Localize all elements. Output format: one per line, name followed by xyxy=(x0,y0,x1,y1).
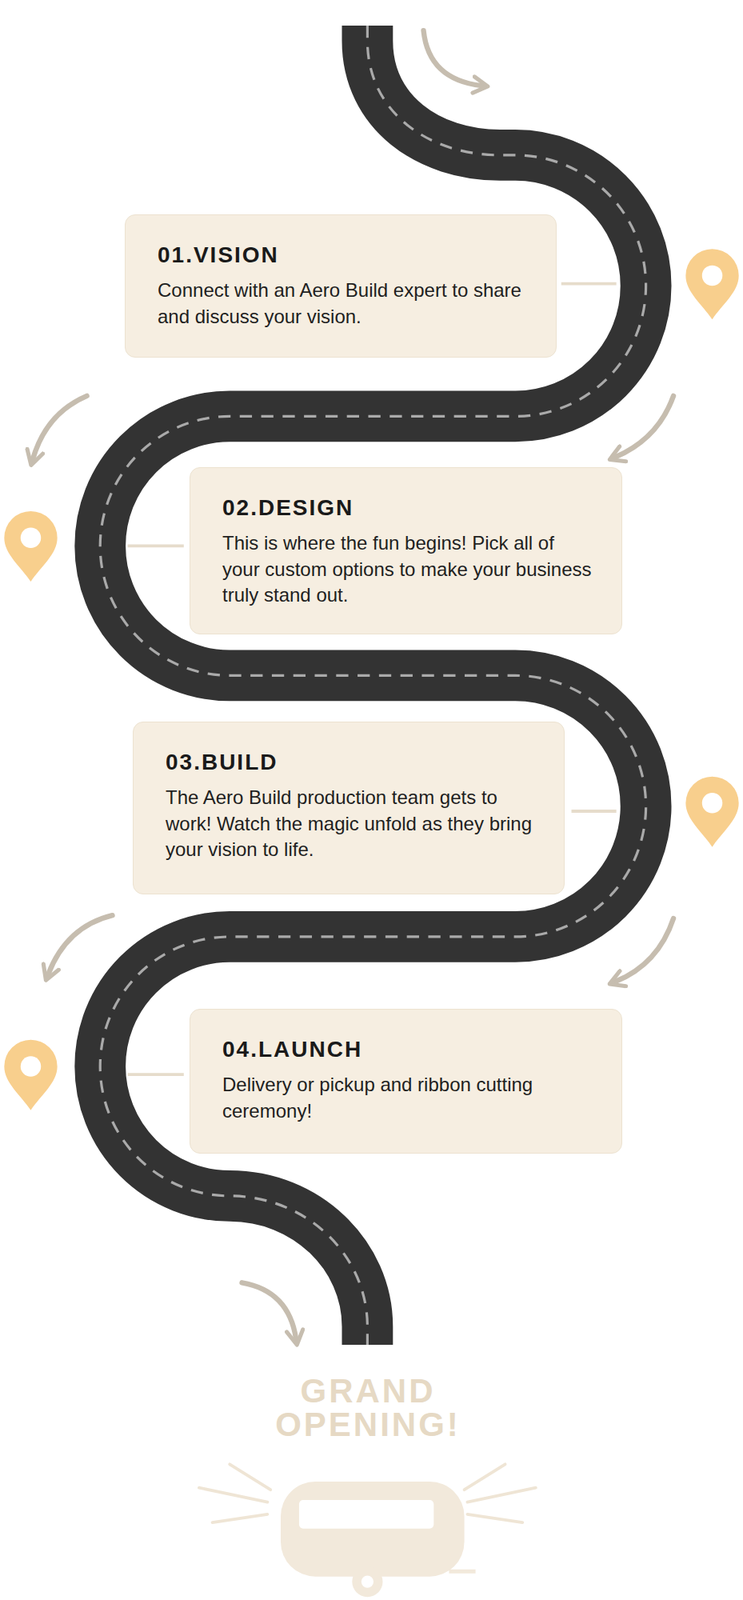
location-pin xyxy=(685,248,739,320)
road-center-dashes xyxy=(99,25,646,1345)
step-description: Connect with an Aero Build expert to sha… xyxy=(157,277,528,330)
step-card: 01.VISION Connect with an Aero Build expe… xyxy=(124,214,557,358)
curved-arrow xyxy=(423,30,483,86)
curved-arrow xyxy=(32,395,88,460)
step-heading: 04.LAUNCH xyxy=(222,1036,593,1063)
trailer-hub xyxy=(361,1574,374,1587)
step-heading: 03.BUILD xyxy=(165,749,536,775)
curved-arrow xyxy=(242,1282,297,1339)
step-description: The Aero Build production team gets to w… xyxy=(165,784,536,863)
leader-line xyxy=(127,1072,184,1076)
step-description: Delivery or pickup and ribbon cutting ce… xyxy=(222,1071,593,1124)
step-card: 02.DESIGN This is where the fun begins! P… xyxy=(189,467,623,635)
leader-line xyxy=(571,809,617,813)
location-pin xyxy=(3,511,57,582)
direction-arrows xyxy=(32,30,674,1339)
curved-arrow xyxy=(47,914,112,975)
road xyxy=(99,25,646,1345)
location-pins xyxy=(3,248,739,1111)
trailer-body xyxy=(280,1481,465,1577)
trailer-wheel xyxy=(351,1565,383,1597)
leader-line xyxy=(127,543,184,548)
location-pin xyxy=(685,776,739,847)
leader-line xyxy=(561,282,617,286)
grand-opening-label: GRAND OPENING! xyxy=(247,1374,488,1442)
step-card: 04.LAUNCH Delivery or pickup and ribbon c… xyxy=(189,1008,623,1154)
curved-arrow xyxy=(615,395,674,458)
curved-arrow xyxy=(615,918,674,982)
step-description: This is where the fun begins! Pick all o… xyxy=(222,530,593,608)
step-card: 03.BUILD The Aero Build production team g… xyxy=(132,721,565,895)
step-heading: 01.VISION xyxy=(157,242,528,268)
trailer-illustration xyxy=(199,1463,536,1597)
leader-lines xyxy=(127,283,617,1075)
trailer-window xyxy=(299,1499,434,1529)
step-heading: 02.DESIGN xyxy=(222,495,593,521)
trailer-hitch xyxy=(448,1569,476,1574)
location-pin xyxy=(3,1039,57,1111)
